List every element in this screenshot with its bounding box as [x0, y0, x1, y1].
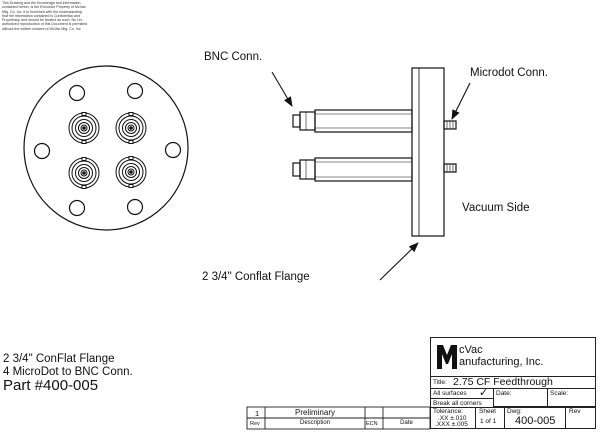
description-line-1: 2 3/4" ConFlat Flange [3, 353, 115, 365]
microdot-leader [451, 82, 471, 120]
bolt-hole [164, 141, 182, 159]
bnc-connector-front [68, 112, 147, 189]
bolt-hole [33, 142, 51, 160]
confidentiality-notice: This Drawing and the Knowledge and infor… [2, 1, 88, 31]
drawing-title: 2.75 CF Feedthrough [453, 376, 553, 388]
date-cell: Date: [493, 388, 548, 407]
connector-body [314, 157, 413, 182]
flange-front-view [23, 65, 189, 231]
bnc-leader [271, 71, 293, 107]
dwg-cell: Dwg: 400-005 [504, 407, 566, 429]
bolt-hole [126, 82, 144, 100]
bolt-hole [126, 198, 144, 216]
company-name-line-1: cVac [459, 344, 483, 356]
connector-body [314, 109, 413, 133]
revision-description: Preliminary [294, 408, 335, 417]
description-header: Description [299, 420, 330, 426]
part-description: 2 3/4" ConFlat Flange 4 MicroDot to BNC … [3, 353, 133, 394]
company-logo-cell: cVac anufacturing, Inc. [430, 337, 596, 377]
bolt-hole [68, 84, 86, 102]
check-icon: ✓ [479, 388, 489, 399]
bolt-hole [68, 199, 86, 217]
bnc-head [299, 159, 316, 180]
sheet-cell: Sheet 1 of 1 [475, 407, 505, 429]
bnc-callout: BNC Conn. [204, 51, 263, 63]
bnc-head [299, 111, 316, 131]
drawing-number: 400-005 [515, 415, 556, 427]
company-name-line-2: anufacturing, Inc. [459, 356, 544, 368]
ecn-header: ECN [366, 421, 378, 427]
microdot-callout: Microdot Conn. [470, 67, 548, 79]
scale-cell: Scale: [547, 388, 596, 407]
flange-outline [23, 65, 189, 231]
description-line-2: 4 MicroDot to BNC Conn. [3, 365, 133, 378]
mcvac-logo-icon [437, 345, 457, 369]
revision-number: 1 [255, 409, 260, 418]
flange-leader [379, 242, 419, 281]
tolerance-cell: Tolerance: .XX ±.010 .XXX ±.005 [430, 407, 476, 429]
flange-side [411, 67, 445, 237]
flange-callout: 2 3/4" Conflat Flange [202, 271, 310, 283]
vacuum-side-label: Vacuum Side [462, 202, 530, 214]
part-number: Part #400-005 [3, 377, 99, 394]
rev-header: Rev [250, 421, 260, 427]
leader-arrows [271, 71, 471, 281]
date-header: Date [400, 420, 413, 426]
rev-cell: Rev [565, 407, 596, 429]
flange-side-view [292, 67, 457, 237]
